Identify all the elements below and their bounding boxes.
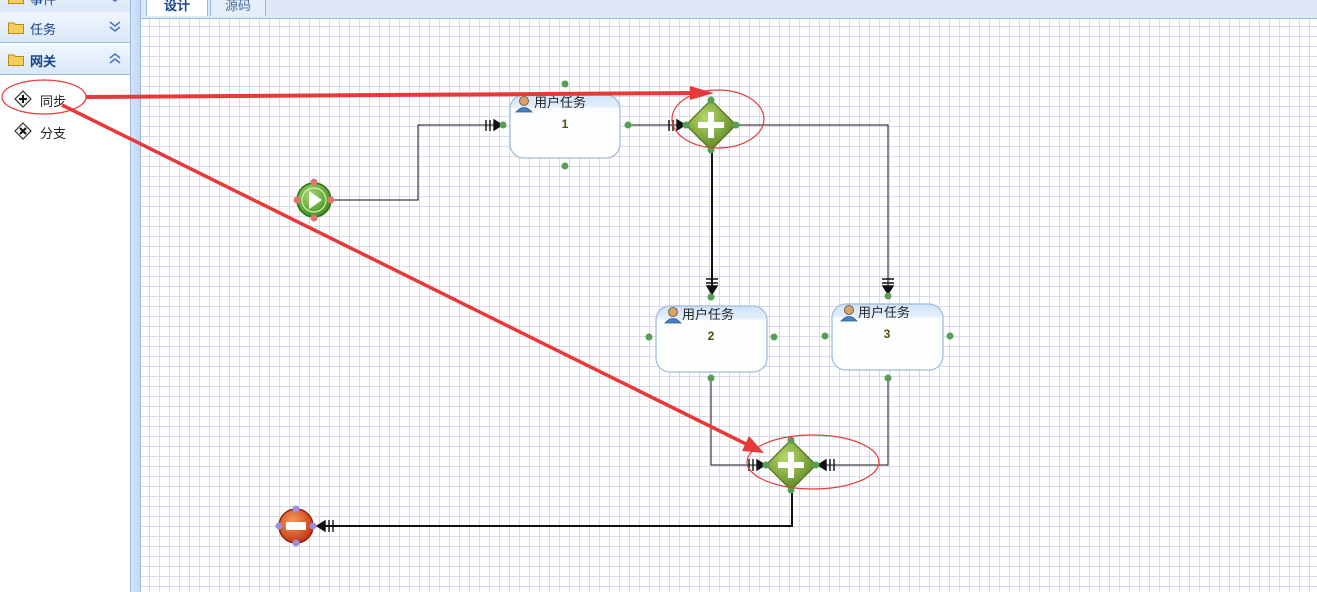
diagram-canvas[interactable]: 用户任务 1 用户任务 2 用户任务 3: [141, 19, 1317, 592]
palette-section-tasks[interactable]: 任务: [0, 12, 130, 43]
flow-gateway2-to-end: [318, 488, 793, 527]
minus-icon: [286, 522, 306, 530]
folder-icon: [8, 0, 24, 4]
tab-design[interactable]: 设计: [146, 0, 208, 16]
exclusive-gateway-icon: [14, 122, 32, 140]
parallel-gateway-icon: [14, 90, 32, 108]
chevron-down-icon[interactable]: [108, 0, 122, 3]
task-number: 2: [708, 329, 715, 343]
palette-sidebar: 事件 任务 网关 同步 分支: [0, 0, 131, 592]
flow-gateway1-to-task3: [737, 124, 889, 294]
palette-section-label: 任务: [30, 23, 57, 38]
palette-section-label: 事件: [30, 0, 57, 8]
folder-open-icon: [8, 54, 24, 66]
connection-handles: [275, 505, 317, 547]
task-number: 1: [562, 117, 569, 131]
process-diagram: 用户任务 1 用户任务 2 用户任务 3: [275, 80, 954, 547]
task-title: 用户任务: [858, 305, 910, 320]
task-title: 用户任务: [682, 307, 734, 322]
start-event[interactable]: [293, 178, 335, 222]
tab-label: 源码: [224, 0, 251, 14]
end-event[interactable]: [275, 505, 317, 547]
chevron-down-icon[interactable]: [108, 19, 122, 33]
chevron-up-icon[interactable]: [108, 51, 122, 65]
task-title: 用户任务: [534, 95, 586, 110]
flow-start-to-task1: [332, 124, 502, 201]
flow-task2-to-gateway2: [710, 378, 765, 466]
user-icon: [840, 305, 858, 322]
parallel-gateway-1[interactable]: [682, 96, 740, 154]
palette-item-parallel-gateway[interactable]: 同步: [0, 86, 130, 112]
parallel-gateway-2[interactable]: [762, 436, 820, 494]
tab-label: 设计: [163, 0, 190, 14]
user-task-1[interactable]: 用户任务 1: [499, 80, 632, 170]
palette-section-gateways[interactable]: 网关: [0, 44, 130, 75]
user-task-3[interactable]: 用户任务 3: [821, 292, 954, 382]
folder-icon: [8, 22, 24, 34]
arrowhead-icon: [881, 278, 895, 296]
palette-item-exclusive-gateway[interactable]: 分支: [0, 118, 130, 144]
palette-section-label: 网关: [30, 55, 57, 70]
tab-source[interactable]: 源码: [210, 0, 266, 16]
connection-handles: [821, 292, 954, 382]
flow-task3-to-gateway2: [816, 378, 889, 466]
user-task-2[interactable]: 用户任务 2: [645, 293, 778, 382]
palette-item-label: 分支: [40, 127, 67, 142]
task-number: 3: [884, 327, 891, 341]
arrowhead-icon: [315, 519, 334, 533]
sidebar-splitter[interactable]: [131, 0, 141, 592]
editor-tab-bar: 设计 源码: [141, 0, 1317, 19]
palette-item-label: 同步: [40, 95, 67, 110]
